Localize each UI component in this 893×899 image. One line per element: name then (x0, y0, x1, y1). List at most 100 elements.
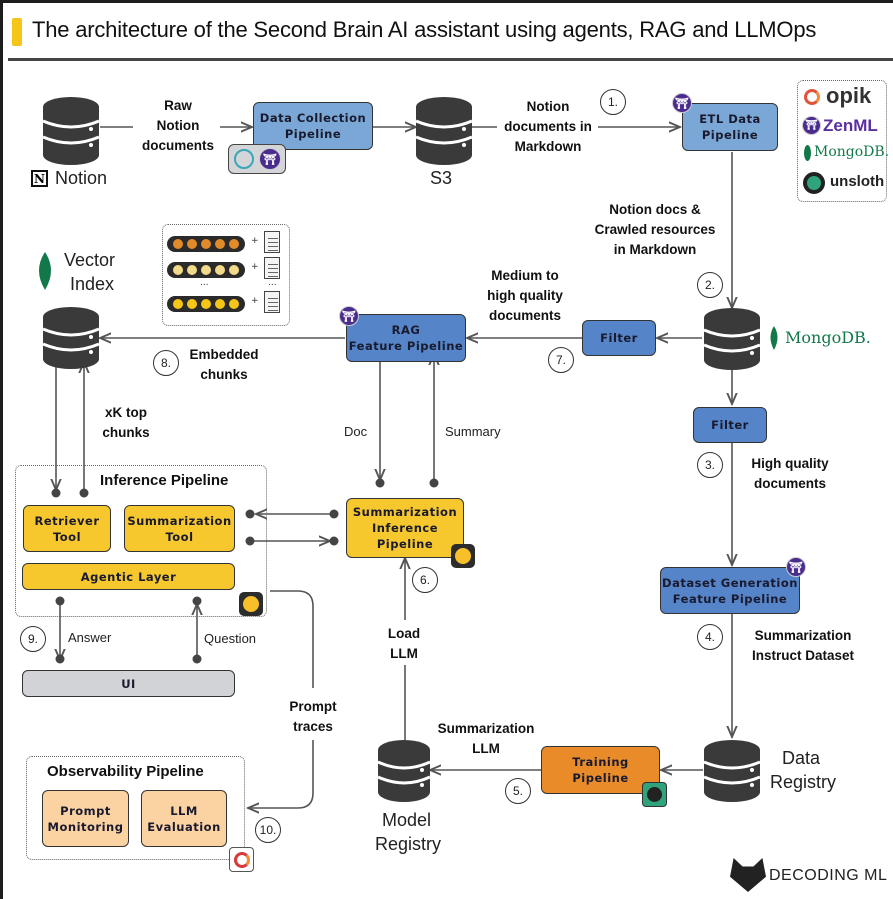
step-9: 9. (20, 626, 46, 652)
document-icon (264, 231, 280, 253)
unsloth-logo-icon (803, 172, 825, 194)
observability-pipeline-container (26, 756, 245, 860)
step-7: 7. (548, 347, 574, 373)
step-3: 3. (697, 452, 723, 478)
edge-prompt-traces-top (270, 590, 314, 688)
step-4: 4. (697, 624, 723, 650)
inference-huggingface-icon (239, 592, 263, 616)
legend-mongodb: MongoDB. (814, 144, 890, 160)
database-icons (42, 97, 761, 802)
embedding-dot (173, 239, 183, 249)
embedding-dot (201, 239, 211, 249)
zenml-icon: ⛩ (259, 148, 281, 170)
filter-top[interactable]: Filter (582, 320, 656, 356)
etl-zenml-icon: ⛩ (672, 93, 692, 113)
legend-unsloth: unsloth (830, 173, 885, 190)
embedding-vector-row (167, 236, 245, 252)
zenml-logo-icon: ⛩ (802, 116, 821, 135)
embedding-dot (215, 299, 225, 309)
data-registry-label-2: Registry (770, 772, 837, 792)
step-6: 6. (412, 567, 438, 593)
timer-icon (234, 149, 254, 169)
title-accent (12, 18, 22, 46)
observability-pipeline-title: Observability Pipeline (47, 763, 204, 780)
agentic-layer[interactable]: Agentic Layer (22, 563, 235, 590)
edge-prompt-traces-bottom (248, 740, 314, 808)
embedding-dot (187, 299, 197, 309)
notion-icon: N (31, 170, 48, 187)
vector-mongodb-leaf-icon (39, 252, 51, 290)
document-icon (264, 257, 280, 279)
huggingface-icon (451, 544, 475, 568)
embedding-illustration (162, 224, 290, 326)
model-registry-label-2: Registry (375, 834, 442, 854)
step-8: 8. (153, 350, 179, 376)
doc-label: Doc (344, 424, 368, 439)
mongodb-logo-icon (804, 145, 811, 161)
ellipsis: ... (268, 278, 277, 288)
legend-zenml: ZenML (823, 116, 878, 135)
embedding-dot (173, 299, 183, 309)
embedding-dot (201, 265, 211, 275)
opik-logo-icon (804, 89, 820, 105)
ellipsis: ... (200, 278, 209, 288)
ui-box[interactable]: UI (22, 670, 235, 697)
model-registry-label-1: Model (382, 810, 432, 830)
inference-pipeline-container (15, 465, 267, 617)
mongodb-leaf-icon (770, 326, 778, 350)
embedding-dot (229, 239, 239, 249)
mongodb-label: MongoDB. (785, 328, 871, 347)
notion-label: Notion (55, 168, 108, 188)
step-2: 2. (697, 272, 723, 298)
embedding-dot (187, 265, 197, 275)
question-label: Question (204, 631, 257, 646)
vector-index-label-2: Index (70, 274, 115, 294)
plus-sign: + (251, 236, 259, 246)
plus-sign: + (251, 262, 259, 272)
data-registry-db-icon (703, 740, 761, 802)
legend-opik: opik (826, 83, 872, 108)
data-registry-label-1: Data (782, 748, 821, 768)
unsloth-badge-icon (642, 782, 667, 807)
summary-label: Summary (445, 424, 501, 439)
embedding-vector-row (167, 296, 245, 312)
title-divider (8, 58, 893, 61)
data-collection-tools-badge: ⛩ (228, 144, 286, 174)
step-1: 1. (600, 89, 626, 115)
s3-label: S3 (430, 168, 453, 188)
rag-zenml-icon: ⛩ (339, 306, 359, 326)
filter-right[interactable]: Filter (693, 407, 767, 443)
document-icon (264, 291, 280, 313)
step-10: 10. (255, 817, 281, 843)
embedding-dot (187, 239, 197, 249)
vector-index-db-icon (42, 307, 100, 369)
embedding-dot (229, 299, 239, 309)
embedding-dot (215, 239, 225, 249)
vector-index-label-1: Vector (64, 250, 116, 270)
embedding-dot (229, 265, 239, 275)
embedding-dot (215, 265, 225, 275)
brand-label: DECODING ML (769, 867, 888, 884)
page-title: The architecture of the Second Brain AI … (32, 17, 817, 42)
model-registry-db-icon (377, 740, 431, 802)
